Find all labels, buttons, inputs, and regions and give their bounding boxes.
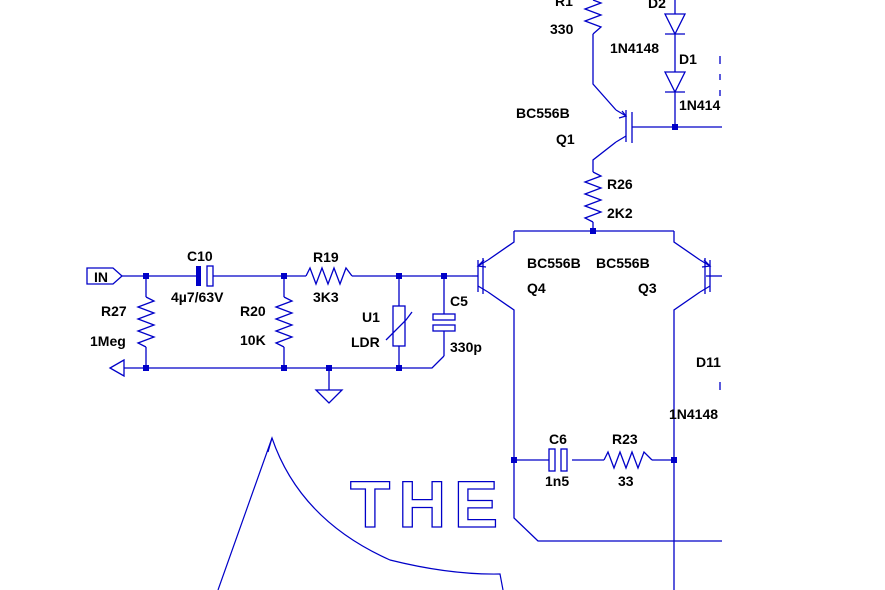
transistor-q3: BC556B Q3 bbox=[596, 255, 712, 296]
d1-ref: D1 bbox=[679, 51, 697, 67]
transistor-q4: BC556B Q4 bbox=[472, 255, 581, 296]
r20-ref: R20 bbox=[240, 303, 266, 319]
capacitor-c5: C5 330p bbox=[432, 293, 482, 355]
d2-ref: D2 bbox=[648, 0, 666, 11]
capacitor-c10: C10 4µ7/63V bbox=[171, 248, 224, 305]
diode-d1: D1 1N414 bbox=[663, 51, 720, 113]
u1-ref: U1 bbox=[362, 309, 380, 325]
resistor-r20: R20 10K bbox=[240, 296, 294, 348]
q3-ref: Q3 bbox=[638, 280, 657, 296]
q4-ref: Q4 bbox=[527, 280, 546, 296]
resistor-r23: R23 33 bbox=[603, 431, 653, 489]
c5-value: 330p bbox=[450, 339, 482, 355]
diode-d2: D2 1N4148 bbox=[610, 0, 687, 56]
d2-value: 1N4148 bbox=[610, 40, 659, 56]
ground-symbol bbox=[314, 389, 344, 404]
q3-model: BC556B bbox=[596, 255, 650, 271]
d11-value: 1N4148 bbox=[669, 406, 718, 422]
u1-value: LDR bbox=[351, 334, 380, 350]
resistor-r1: R1 330 bbox=[550, 0, 603, 37]
r1-ref: R1 bbox=[555, 0, 573, 9]
r1-value: 330 bbox=[550, 21, 574, 37]
transistor-q1: BC556B Q1 bbox=[516, 105, 633, 147]
r26-ref: R26 bbox=[607, 176, 633, 192]
logo-graphic: THE bbox=[217, 436, 506, 590]
resistor-r27: R27 1Meg bbox=[90, 296, 156, 349]
c6-ref: C6 bbox=[549, 431, 567, 447]
resistor-r19: R19 3K3 bbox=[305, 249, 353, 305]
r23-value: 33 bbox=[618, 473, 634, 489]
q1-model: BC556B bbox=[516, 105, 570, 121]
input-port-in: IN bbox=[86, 267, 123, 285]
c10-ref: C10 bbox=[187, 248, 213, 264]
capacitor-c6: C6 1n5 bbox=[545, 431, 569, 489]
r26-value: 2K2 bbox=[607, 205, 633, 221]
d11-ref: D11 bbox=[696, 354, 721, 370]
q1-ref: Q1 bbox=[556, 131, 575, 147]
c10-value: 4µ7/63V bbox=[171, 289, 224, 305]
logo-text: THE bbox=[350, 467, 506, 541]
r27-value: 1Meg bbox=[90, 333, 126, 349]
q4-model: BC556B bbox=[527, 255, 581, 271]
diode-d11: D11 1N4148 bbox=[669, 354, 721, 422]
r19-value: 3K3 bbox=[313, 289, 339, 305]
r19-ref: R19 bbox=[313, 249, 339, 265]
r20-value: 10K bbox=[240, 332, 266, 348]
input-port-label: IN bbox=[94, 269, 108, 285]
c5-ref: C5 bbox=[450, 293, 468, 309]
resistor-r26: R26 2K2 bbox=[583, 171, 633, 223]
ground-arrow-port bbox=[108, 358, 125, 378]
r27-ref: R27 bbox=[101, 303, 127, 319]
ldr-u1: U1 LDR bbox=[351, 305, 413, 350]
c6-value: 1n5 bbox=[545, 473, 569, 489]
junction-dots bbox=[143, 124, 678, 463]
d1-value: 1N414 bbox=[679, 97, 720, 113]
r23-ref: R23 bbox=[612, 431, 638, 447]
